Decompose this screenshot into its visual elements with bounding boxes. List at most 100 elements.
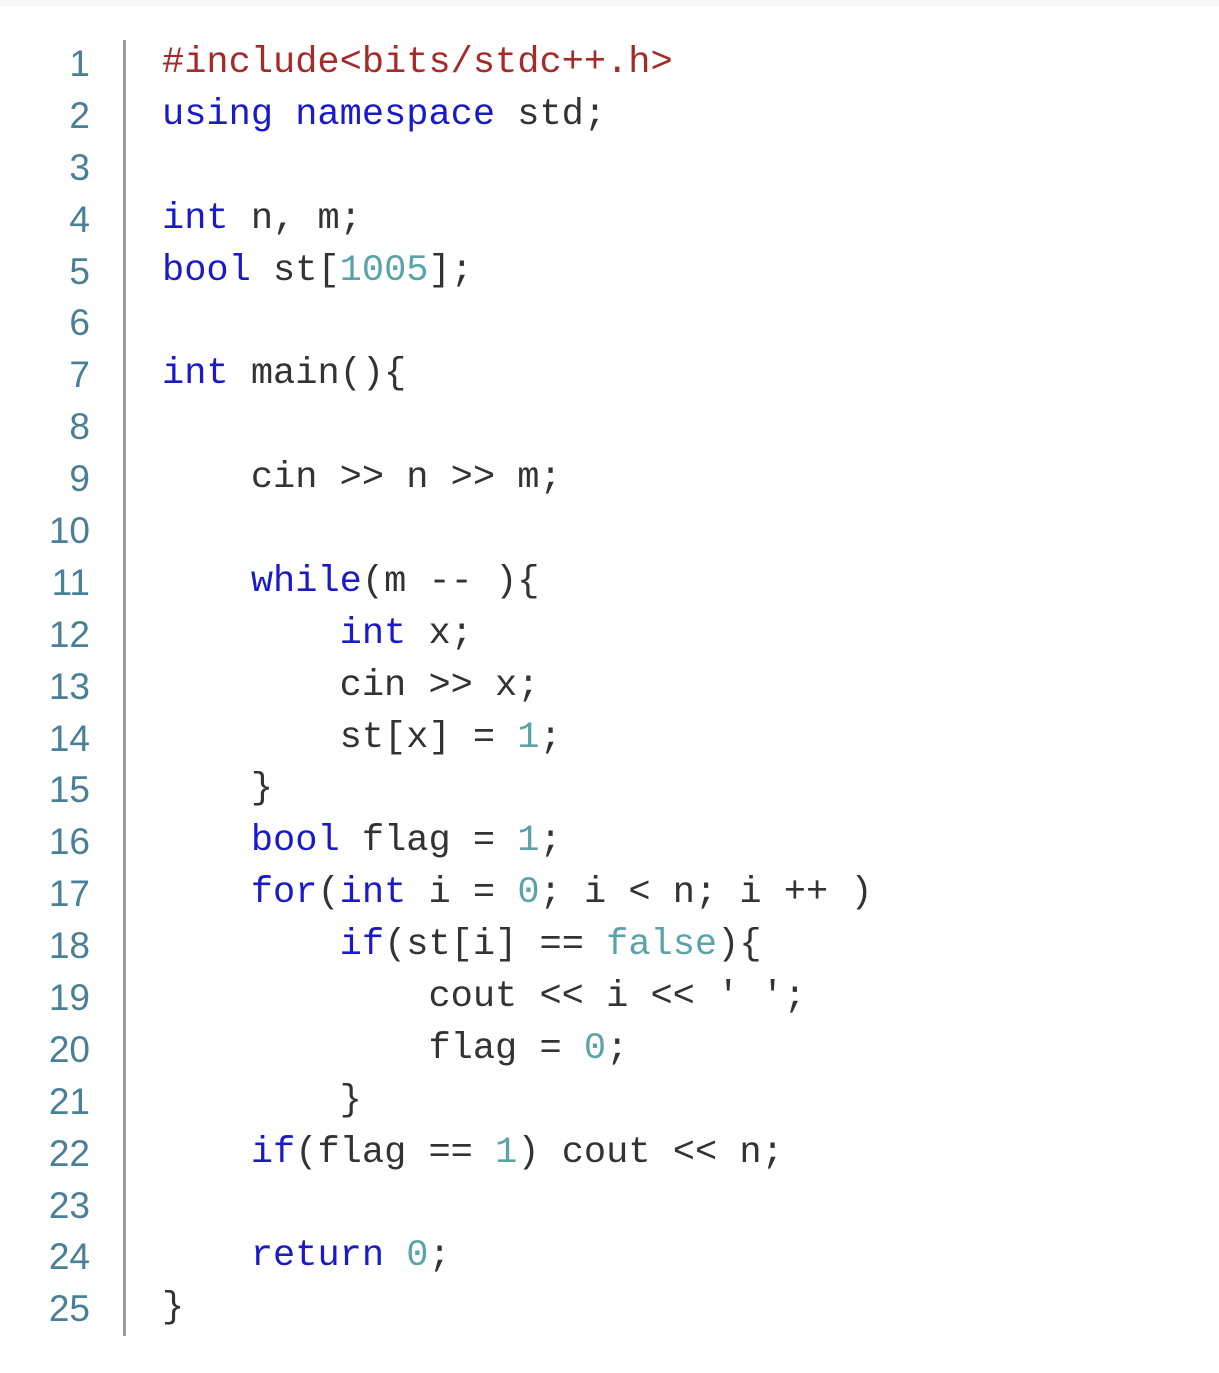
line-source: } [162,1076,362,1128]
code-line[interactable]: 10 [0,505,1219,557]
code-line[interactable]: 7 int main(){ [0,349,1219,401]
line-number: 20 [48,1028,90,1070]
code-line[interactable]: 19 cout << i << ' '; [0,972,1219,1024]
line-source: } [162,1283,184,1335]
line-source: if(st[i] == false){ [162,920,762,972]
code-token-kw: int [162,353,229,396]
code-line[interactable]: 20 flag = 0; [0,1024,1219,1076]
code-token-kw: using namespace [162,93,496,136]
line-source: while(m -- ){ [162,557,540,609]
code-token-default: (m -- ){ [361,560,540,603]
line-number: 6 [69,302,90,344]
line-source: cin >> n >> m; [162,453,562,505]
line-source: flag = 0; [162,1024,628,1076]
line-number: 1 [69,43,90,84]
code-line[interactable]: 1 #include<bits/stdc++.h> [0,38,1219,90]
line-source: for(int i = 0; i < n; i ++ ) [162,868,873,920]
line-number: 4 [69,198,90,240]
line-number: 19 [48,977,90,1019]
code-line[interactable]: 17 for(int i = 0; i < n; i ++ ) [0,868,1219,920]
code-token-default: ]; [428,249,473,292]
code-token-num: 0 [583,1027,607,1070]
line-number: 9 [69,458,90,500]
code-token-kw: bool [250,820,340,863]
code-token-default [162,613,340,655]
code-line[interactable]: 22 if(flag == 1) cout << n; [0,1128,1219,1180]
gutter-divider [123,40,126,1336]
code-token-default: flag = [339,820,518,863]
line-source: bool st[1005]; [162,246,473,298]
code-token-default: n, m; [228,197,362,240]
code-token-kw: int [339,872,407,915]
code-token-default [162,924,340,966]
code-token-default [162,1132,251,1174]
code-token-default: ) cout << n; [517,1131,784,1174]
code-line[interactable]: 9 cin >> n >> m; [0,453,1219,505]
code-line[interactable]: 16 bool flag = 1; [0,816,1219,868]
line-number: 21 [48,1080,90,1122]
code-line[interactable]: 13 cin >> x; [0,661,1219,713]
code-token-kw: if [250,1131,296,1174]
code-token-default: main(){ [228,353,407,396]
code-token-default: ; [539,716,562,759]
code-token-default: ; i < n; i ++ ) [539,872,873,915]
code-token-kw: for [250,872,318,915]
line-number: 14 [48,717,90,759]
code-token-default: } [162,768,274,811]
line-number: 18 [48,925,90,967]
code-line[interactable]: 23 [0,1180,1219,1232]
code-token-default: ( [317,872,340,915]
code-line[interactable]: 3 [0,142,1219,194]
line-source: int main(){ [162,349,406,401]
code-token-default: i = [406,872,518,915]
line-number: 12 [48,613,90,655]
code-token-default: st[x] = [162,716,518,759]
code-token-kw: int [339,612,407,655]
line-number: 25 [48,1288,90,1330]
code-token-default: flag = [162,1027,584,1070]
line-source: using namespace std; [162,90,606,142]
line-source: #include<bits/stdc++.h> [162,38,673,90]
code-line[interactable]: 24 return 0; [0,1231,1219,1283]
code-token-default: x; [406,612,473,655]
code-line[interactable]: 4 int n, m; [0,194,1219,246]
code-token-default: std; [495,93,607,136]
line-number: 5 [69,250,90,292]
code-token-default: (flag == [295,1131,496,1174]
code-token-default: ; [428,1235,451,1278]
code-token-num: 1 [495,1131,518,1174]
code-token-num: 1 [517,716,540,759]
code-line[interactable]: 14 st[x] = 1; [0,713,1219,765]
code-token-default: cin >> n >> m; [162,457,562,500]
code-line[interactable]: 18 if(st[i] == false){ [0,920,1219,972]
code-token-num: 1005 [339,249,429,292]
code-token-default: st[ [250,249,340,292]
code-token-kw: return [250,1235,385,1278]
code-line[interactable]: 25} [0,1283,1219,1335]
code-line[interactable]: 12 int x; [0,609,1219,661]
code-token-num: false [606,924,718,967]
line-number: 22 [48,1132,90,1174]
code-token-kw: while [250,560,362,603]
line-number: 10 [48,510,90,552]
line-source: cout << i << ' '; [162,972,805,1024]
code-token-default: (st[i] == [384,924,607,967]
code-line[interactable]: 11 while(m -- ){ [0,557,1219,609]
code-line[interactable]: 21 } [0,1076,1219,1128]
code-token-default: ; [539,820,562,863]
line-number: 11 [51,561,90,603]
line-source: int n, m; [162,194,362,246]
code-line[interactable]: 6 [0,297,1219,349]
code-token-default [162,1235,251,1277]
code-line[interactable]: 8 [0,401,1219,453]
code-token-kw: if [339,924,385,967]
code-line[interactable]: 15 } [0,764,1219,816]
code-line[interactable]: 5 bool st[1005]; [0,246,1219,298]
code-token-default [162,561,251,603]
code-token-default [162,820,251,862]
code-token-default: ; [606,1027,629,1070]
line-source: } [162,764,273,816]
line-number: 7 [69,354,90,396]
